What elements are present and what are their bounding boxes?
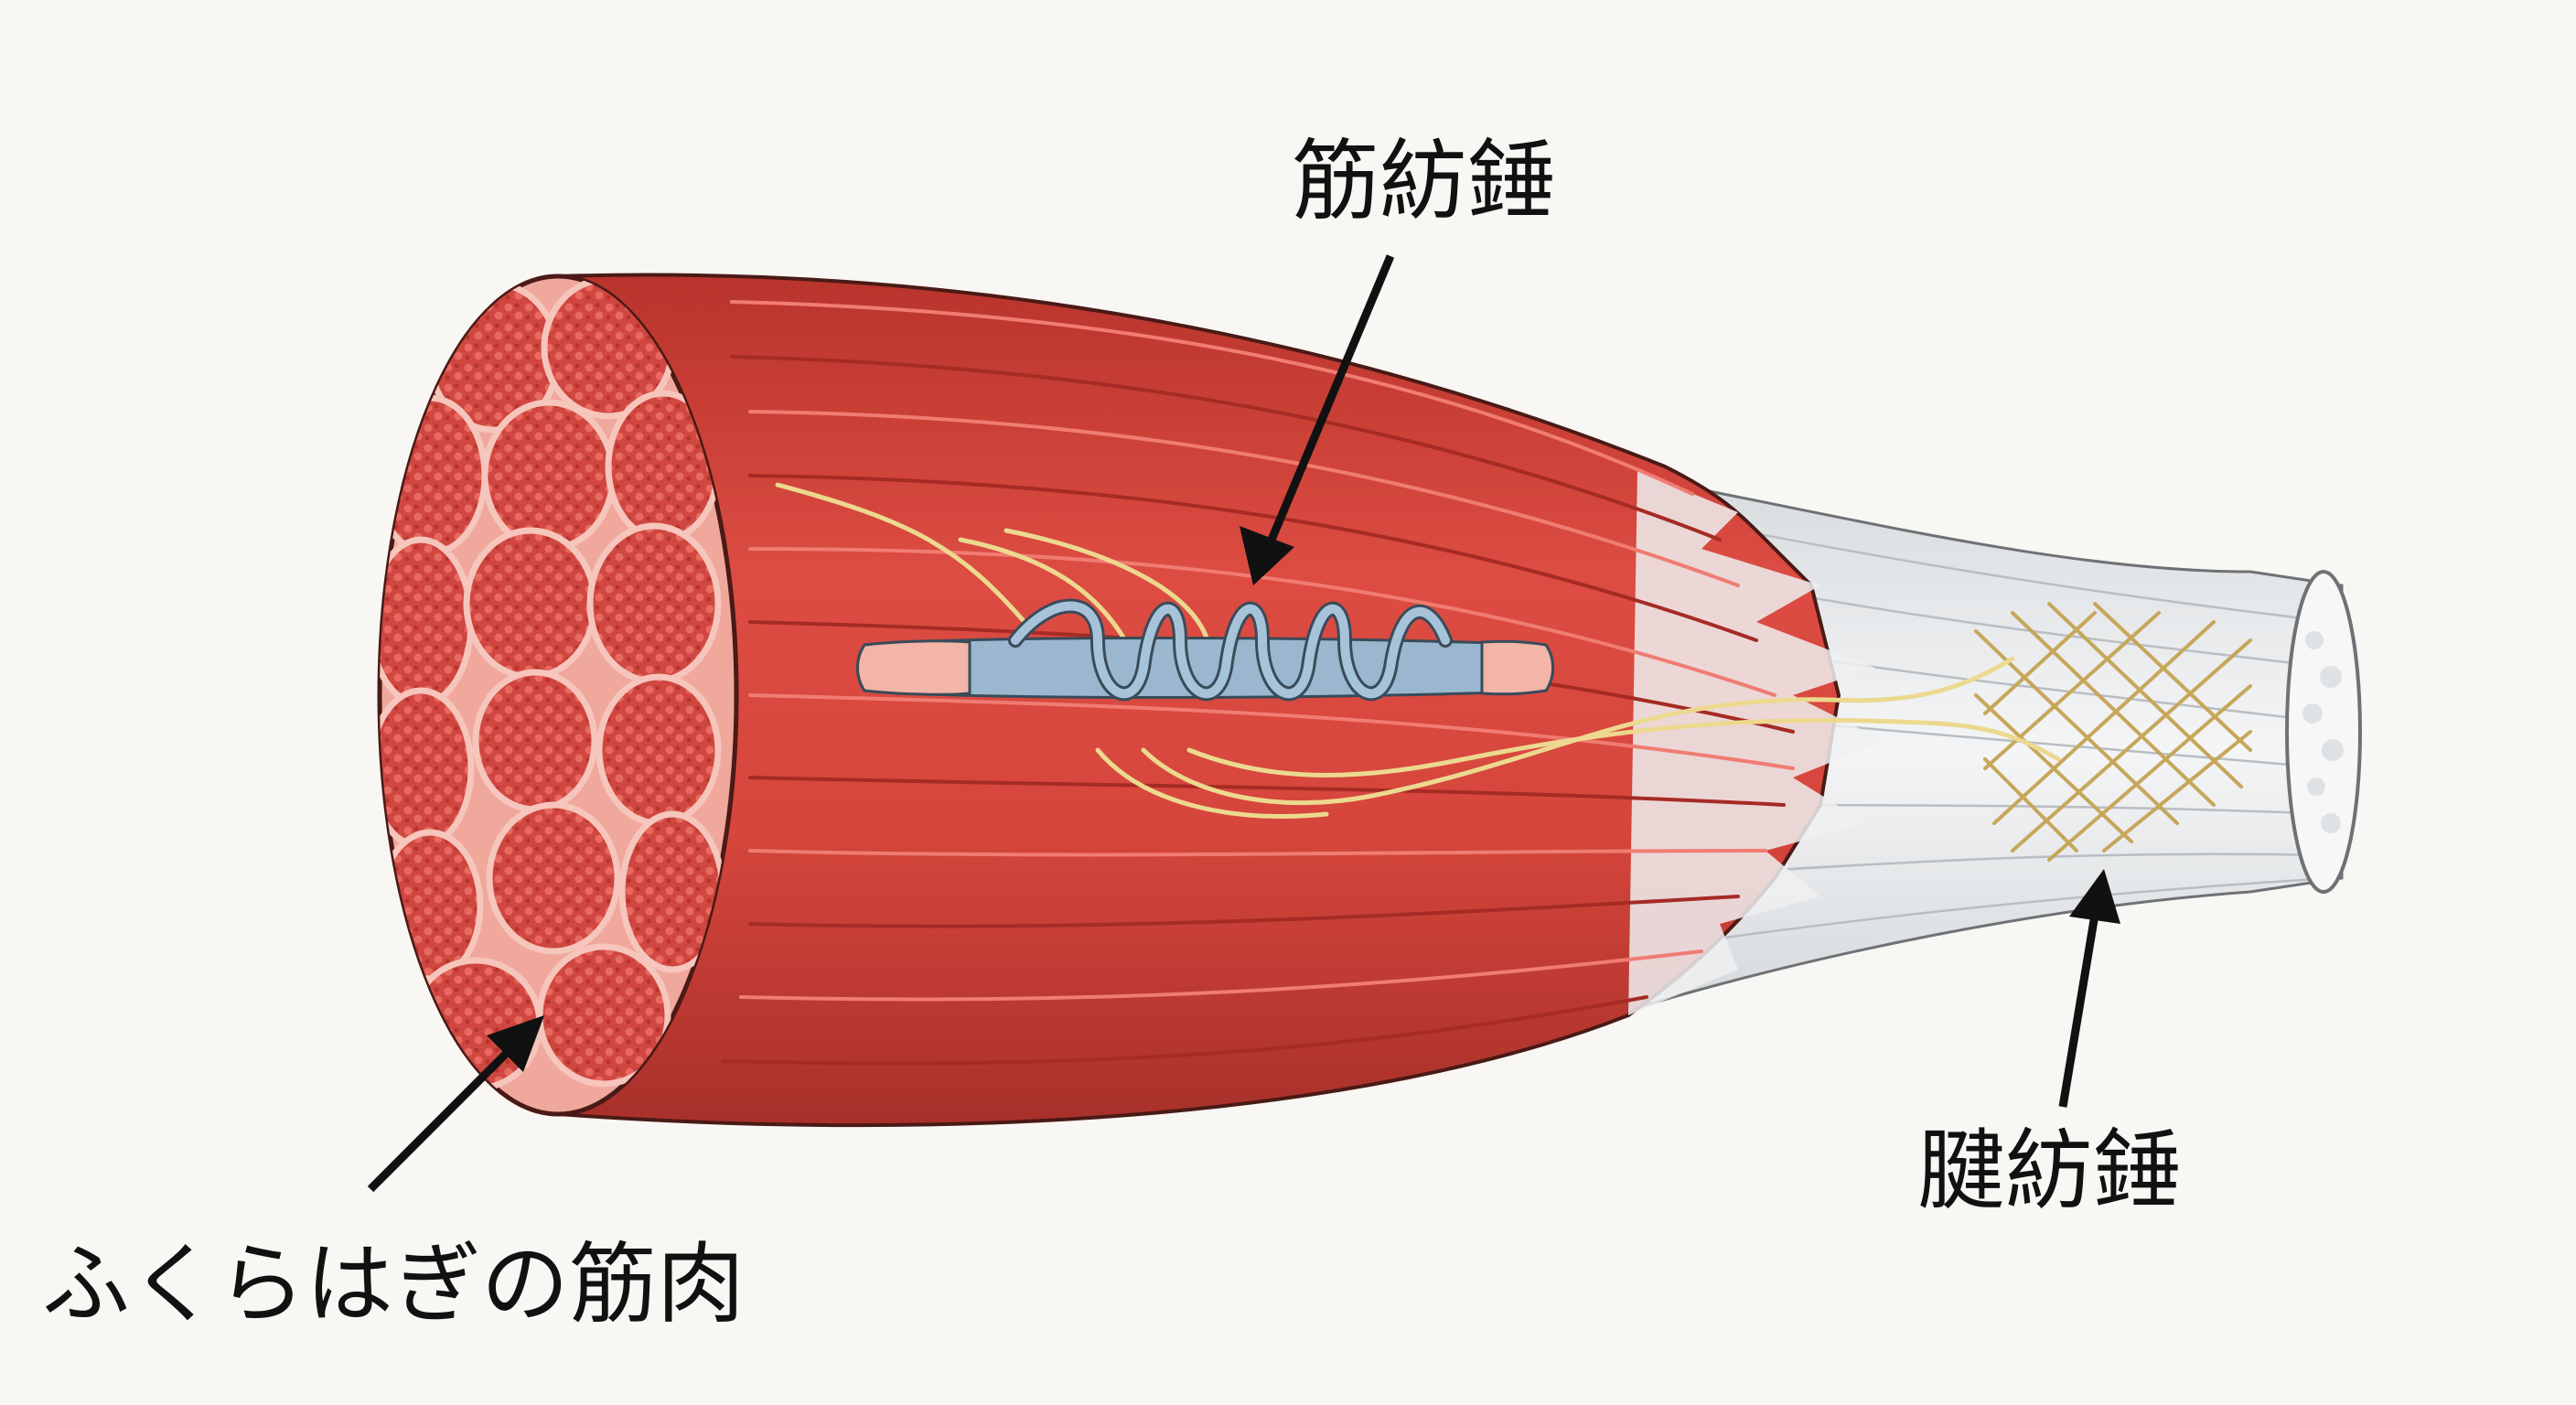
label-calf-muscle: ふくらはぎの筋肉 (42, 1233, 745, 1335)
muscle-spindle (856, 598, 1554, 702)
arrow-muscle-spindle (1240, 254, 1395, 585)
tendon-end-texture (2302, 631, 2344, 833)
muscle-striations (721, 300, 1795, 1066)
tendon-spindle-mesh (1974, 602, 2252, 862)
nerve-fibers (775, 482, 2061, 819)
tendon-fibers (1627, 510, 2334, 953)
arrow-tendon-spindle (2058, 869, 2120, 1108)
label-muscle-spindle: 筋紡錘 (1292, 130, 1555, 232)
tendon-end (2285, 570, 2362, 894)
label-tendon-spindle: 腱紡錘 (1917, 1120, 2181, 1222)
arrow-calf-muscle (367, 1015, 544, 1193)
muscle-tendon-junction (1628, 471, 1884, 1015)
